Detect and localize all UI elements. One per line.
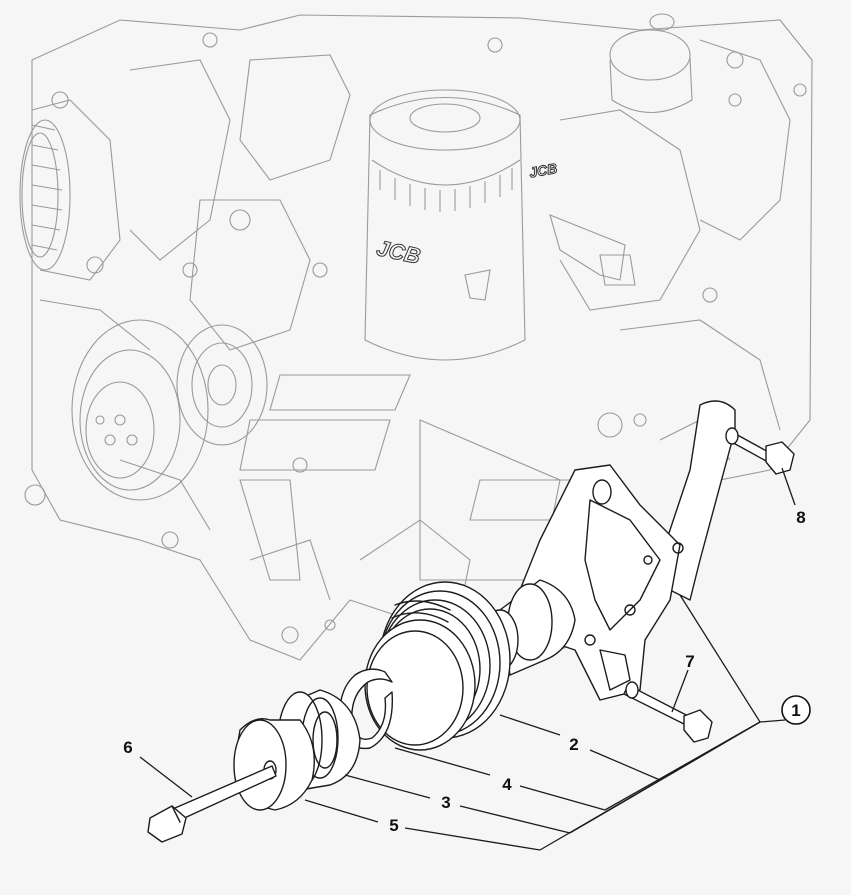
washer bbox=[233, 718, 315, 811]
watermark bbox=[239, 374, 571, 581]
crankshaft-pulley bbox=[19, 119, 71, 271]
callout-2-label: 2 bbox=[569, 735, 578, 754]
long-bolt bbox=[147, 765, 277, 843]
jcb-logo-housing: JCB bbox=[528, 160, 558, 181]
pulley bbox=[364, 581, 511, 751]
short-bolt-8 bbox=[725, 427, 795, 475]
leader-lines bbox=[139, 467, 796, 851]
callout-6-label: 6 bbox=[123, 738, 132, 757]
oil-filter: JCB JCB bbox=[364, 89, 559, 361]
callout-7-label: 7 bbox=[685, 652, 694, 671]
idler-pulley bbox=[176, 324, 268, 446]
water-pump-pulley bbox=[71, 319, 209, 501]
callout-4-label: 4 bbox=[502, 775, 512, 794]
callout-1-label: 1 bbox=[791, 701, 800, 720]
oil-filler-cap bbox=[609, 13, 693, 114]
callout-1: 1 bbox=[781, 695, 811, 725]
sensor bbox=[549, 214, 636, 286]
short-bolt-7 bbox=[623, 681, 713, 743]
jcb-logo-filter: JCB bbox=[375, 235, 423, 269]
callout-8-label: 8 bbox=[796, 508, 805, 527]
callout-5-label: 5 bbox=[389, 816, 398, 835]
callout-3-label: 3 bbox=[441, 793, 450, 812]
callout-1-circle bbox=[781, 695, 811, 725]
